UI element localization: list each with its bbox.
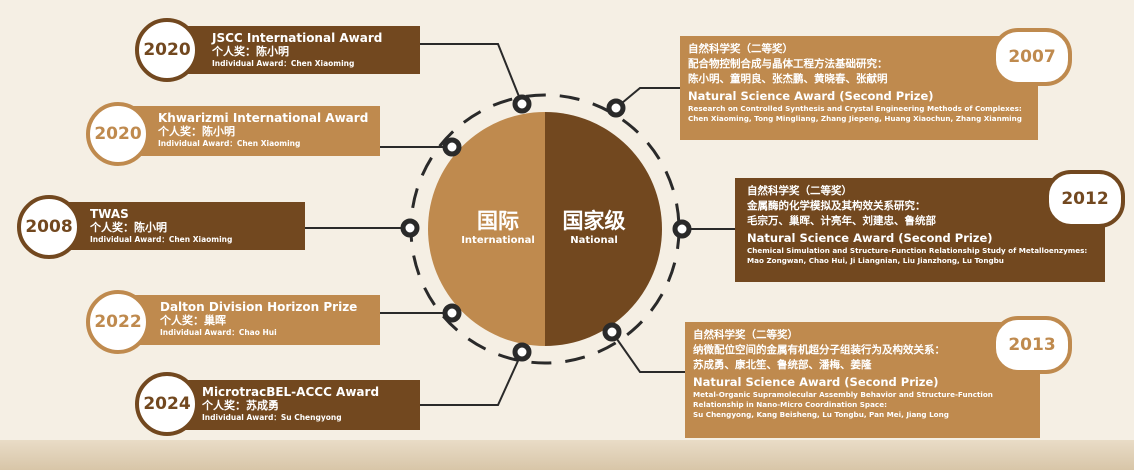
award-recipient-zh: 个人奖：陈小明: [158, 125, 235, 138]
award-zh-line: 自然科学奖（二等奖）: [693, 329, 798, 341]
connector-left-5: [420, 351, 523, 406]
award-zh-line: 毛宗万、巢晖、计亮年、刘建忠、鲁统部: [747, 215, 936, 227]
year-badge: 2013: [992, 316, 1072, 374]
award-card-national-1: 自然科学奖（二等奖） 配合物控制合成与晶体工程方法基础研究： 陈小明、童明良、张…: [680, 36, 1038, 140]
award-recipient-en: Individual Award：Chen Xiaoming: [212, 59, 355, 68]
connector-right-1: [615, 87, 680, 109]
award-en-line: Su Chengyong, Kang Beisheng, Lu Tongbu, …: [693, 410, 949, 419]
center-label-international: 国际 International: [452, 208, 544, 248]
award-recipient-en: Individual Award：Chen Xiaoming: [158, 139, 301, 148]
year-badge: 2022: [86, 290, 150, 354]
award-recipient-zh: 个人奖：苏成勇: [202, 399, 279, 412]
award-card-international-5: MicrotracBEL-ACCC Award 个人奖：苏成勇 Individu…: [168, 380, 420, 430]
node-dot: [442, 137, 462, 157]
node-dot: [602, 322, 622, 342]
year-badge: 2020: [86, 102, 150, 166]
award-recipient-en: Individual Award：Chen Xiaoming: [90, 235, 233, 244]
award-card-international-1: JSCC International Award 个人奖：陈小明 Individ…: [168, 26, 420, 74]
award-en-line: Research on Controlled Synthesis and Cry…: [688, 104, 1022, 113]
year-badge: 2012: [1045, 170, 1125, 228]
award-zh-line: 苏成勇、康北笙、鲁统部、潘梅、姜隆: [693, 359, 872, 371]
award-recipient-en: Individual Award：Su Chengyong: [202, 413, 342, 422]
award-title: Dalton Division Horizon Prize: [160, 300, 358, 314]
award-zh-line: 陈小明、童明良、张杰鹏、黄晓春、张献明: [688, 73, 888, 85]
award-en-title: Natural Science Award (Second Prize): [693, 375, 939, 389]
node-dot: [512, 94, 532, 114]
center-label-national-en: National: [570, 235, 618, 246]
connector-left-1: [420, 43, 523, 105]
award-card-international-4: Dalton Division Horizon Prize 个人奖：巢晖 Ind…: [122, 295, 380, 345]
award-recipient-zh: 个人奖：巢晖: [160, 314, 226, 327]
award-en-line: Chen Xiaoming, Tong Mingliang, Zhang Jie…: [688, 114, 1022, 123]
award-card-international-3: TWAS 个人奖：陈小明 Individual Award：Chen Xiaom…: [50, 202, 305, 250]
award-en-line: Mao Zongwan, Chao Hui, Ji Liangnian, Liu…: [747, 256, 1004, 265]
award-zh-line: 自然科学奖（二等奖）: [747, 185, 852, 197]
background-strip: [0, 440, 1134, 470]
award-zh-line: 配合物控制合成与晶体工程方法基础研究：: [688, 58, 888, 70]
award-en-line: Metal-Organic Supramolecular Assembly Be…: [693, 390, 993, 399]
node-dot: [442, 303, 462, 323]
center-label-national: 国家级 National: [548, 208, 640, 248]
award-recipient-zh: 个人奖：陈小明: [212, 45, 289, 58]
award-title: Khwarizmi International Award: [158, 111, 369, 125]
center-label-national-zh: 国家级: [562, 209, 626, 233]
node-dot: [672, 219, 692, 239]
connector-right-3: [611, 331, 685, 373]
year-badge: 2008: [17, 195, 81, 259]
award-title: JSCC International Award: [212, 31, 383, 45]
center-right-half: [545, 112, 662, 346]
node-dot: [512, 342, 532, 362]
award-card-international-2: Khwarizmi International Award 个人奖：陈小明 In…: [122, 106, 380, 156]
award-recipient-zh: 个人奖：陈小明: [90, 221, 167, 234]
award-card-national-3: 自然科学奖（二等奖） 纳微配位空间的金属有机超分子组装行为及构效关系： 苏成勇、…: [685, 322, 1040, 438]
award-recipient-en: Individual Award：Chao Hui: [160, 328, 277, 337]
award-card-national-2: 自然科学奖（二等奖） 金属酶的化学模拟及其构效关系研究： 毛宗万、巢晖、计亮年、…: [735, 178, 1105, 282]
award-en-title: Natural Science Award (Second Prize): [747, 231, 993, 245]
year-badge: 2020: [135, 18, 199, 82]
award-zh-line: 自然科学奖（二等奖）: [688, 43, 793, 55]
center-left-half: [428, 112, 545, 346]
award-en-line: Chemical Simulation and Structure-Functi…: [747, 246, 1088, 255]
award-zh-line: 金属酶的化学模拟及其构效关系研究：: [747, 200, 926, 212]
node-dot: [606, 98, 626, 118]
year-badge: 2007: [992, 28, 1072, 86]
center-label-international-zh: 国际: [477, 209, 519, 233]
award-title: MicrotracBEL-ACCC Award: [202, 385, 380, 399]
award-en-title: Natural Science Award (Second Prize): [688, 89, 934, 103]
year-badge: 2024: [135, 372, 199, 436]
award-en-line: Relationship in Nano-Micro Coordination …: [693, 400, 887, 409]
award-title: TWAS: [90, 207, 129, 221]
node-dot: [400, 218, 420, 238]
center-label-international-en: International: [461, 235, 535, 246]
award-zh-line: 纳微配位空间的金属有机超分子组装行为及构效关系：: [693, 344, 945, 356]
